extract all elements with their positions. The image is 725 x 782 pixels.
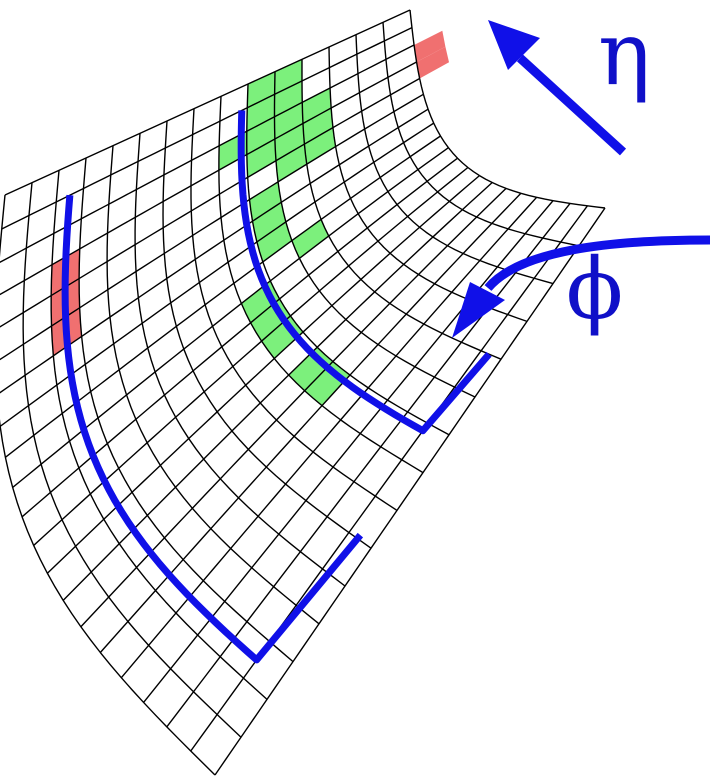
phi-grid-line xyxy=(21,157,458,518)
green-cell xyxy=(274,102,303,139)
green-cell xyxy=(302,87,332,124)
green-cell xyxy=(304,127,336,165)
phi-grid-line xyxy=(190,205,588,752)
green-cell xyxy=(274,59,302,95)
green-cell xyxy=(302,108,333,145)
green-cell xyxy=(274,123,305,161)
green-cell xyxy=(252,202,286,242)
window-right-edge xyxy=(237,110,492,435)
phi-arrow xyxy=(452,235,711,338)
green-cell xyxy=(247,71,275,108)
window-left-edge xyxy=(61,194,364,664)
phi-grid-line xyxy=(143,200,554,703)
calorimeter-grid xyxy=(0,9,606,776)
red-cell xyxy=(416,46,450,79)
eta-label: η xyxy=(598,2,651,105)
green-cell xyxy=(275,144,307,182)
trigger-window xyxy=(61,110,492,664)
phi-label: ϕ xyxy=(566,240,623,338)
phi-grid-line xyxy=(0,44,415,264)
eta-grid-line xyxy=(355,34,554,285)
green-cell xyxy=(246,94,275,132)
phi-grid-line xyxy=(4,9,411,196)
green-cell xyxy=(246,116,275,155)
green-cell xyxy=(256,221,292,262)
green-cell xyxy=(246,138,276,178)
phi-grid-line xyxy=(214,207,606,776)
green-cell xyxy=(274,80,303,117)
green-cell xyxy=(291,219,329,259)
phi-grid-line xyxy=(33,166,469,546)
eta-arrow xyxy=(488,20,627,156)
green-cell xyxy=(249,181,282,222)
phi-grid-line xyxy=(166,202,571,728)
red-cell xyxy=(414,30,446,63)
phi-grid-line xyxy=(120,196,538,679)
